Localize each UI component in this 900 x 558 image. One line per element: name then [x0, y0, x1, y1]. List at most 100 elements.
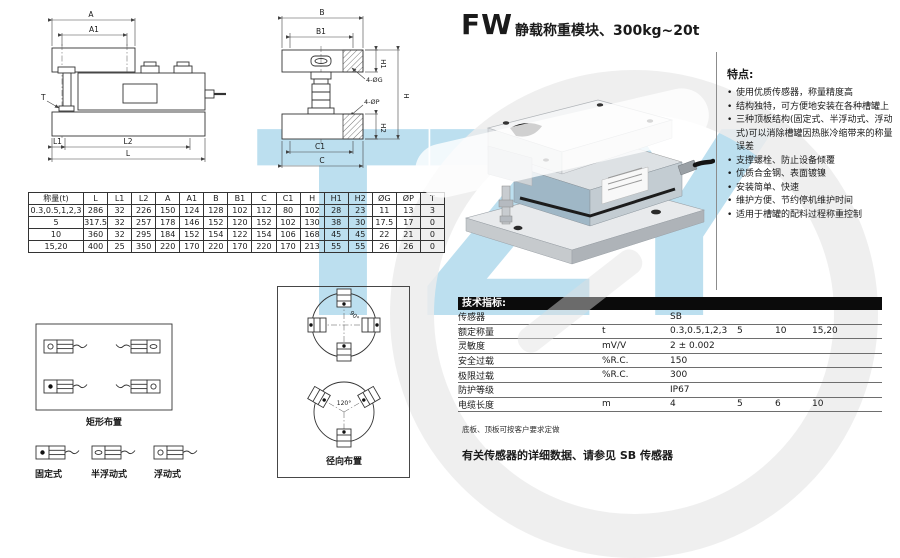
dim-cell: 130 [299, 216, 325, 229]
dim-label-A: A [88, 10, 94, 19]
dim-cell: 170 [179, 240, 205, 253]
bullet-icon: • [727, 101, 733, 112]
dim-cell: 11 [371, 204, 397, 217]
dim-cell: 106 [275, 228, 301, 241]
dim-cell: 102 [275, 216, 301, 229]
radial-layout-label: 径向布置 [326, 455, 362, 467]
spec-value: 300 [670, 370, 688, 381]
dim-cell: 257 [131, 216, 157, 229]
dim-cell: 154 [203, 228, 229, 241]
bullet-icon: • [727, 182, 733, 193]
dim-label-C: C [319, 156, 324, 165]
dim-label-B: B [319, 8, 324, 17]
dim-cell: 15,20 [28, 240, 84, 253]
loadcell-symbol [115, 379, 161, 394]
spec-value: 10 [775, 326, 787, 337]
spec-value: 2 ± 0.002 [670, 340, 715, 351]
loadcell-symbol [43, 339, 88, 354]
spec-value: 5 [737, 326, 743, 337]
loadcell-symbol [35, 445, 80, 460]
spec-value: 10 [812, 399, 824, 410]
dim-cell: 220 [203, 240, 229, 253]
dim-cell: 122 [227, 228, 253, 241]
dim-col-header: B [203, 192, 229, 205]
dim-cell: 25 [107, 240, 133, 253]
loadcell-symbol [357, 385, 381, 409]
dim-col-header: ØP [395, 192, 421, 205]
dim-cell: 38 [323, 216, 349, 229]
spec-label: 额定称量 [458, 327, 495, 338]
product-code: FW [461, 8, 514, 41]
dim-label-A1: A1 [89, 25, 99, 34]
dim-label-4OG: 4-ØG [366, 76, 383, 84]
spec-label: 安全过载 [458, 357, 495, 368]
dim-label-L2: L2 [124, 137, 133, 146]
bullet-icon: • [727, 209, 733, 220]
loadcell-symbol [307, 385, 331, 409]
dim-label-H2: H2 [379, 123, 387, 133]
features-list: •使用优质传感器，称量精度高•结构独特，可方便地安装在各种槽罐上•三种顶板结构(… [727, 87, 897, 222]
dim-cell: 146 [179, 216, 205, 229]
dim-cell: 295 [131, 228, 157, 241]
feature-item: •支撑螺栓、防止设备倾覆 [727, 155, 897, 169]
dim-cell: 170 [227, 240, 253, 253]
loadcell-symbol [153, 445, 198, 460]
dim-cell: 170 [275, 240, 301, 253]
dim-cell: 220 [251, 240, 277, 253]
dim-col-header: L [82, 192, 109, 205]
bullet-icon: • [727, 196, 733, 206]
dim-cell: 102 [299, 204, 325, 217]
dim-cell: 17 [395, 216, 421, 229]
angle-90-label: 90° [348, 310, 360, 322]
dim-cell: 350 [131, 240, 157, 253]
spec-row: 极限过载%R.C.300 [458, 368, 882, 383]
spec-value: IP67 [670, 384, 690, 395]
features-section: 特点: •使用优质传感器，称量精度高•结构独特，可方便地安装在各种槽罐上•三种顶… [727, 66, 897, 222]
dim-col-header: L1 [107, 192, 133, 205]
spec-value: 5 [737, 399, 743, 410]
dim-label-L1: L1 [53, 137, 62, 146]
loadcell-symbol [307, 317, 327, 333]
loadcell-symbol [336, 288, 352, 308]
spec-unit: %R.C. [602, 370, 629, 381]
dim-cell: 22 [371, 228, 397, 241]
spec-unit: m [602, 399, 611, 410]
dim-cell: 55 [323, 240, 349, 253]
dim-cell: 124 [179, 204, 205, 217]
dim-cell: 317.5 [82, 216, 109, 229]
dim-col-header: H1 [323, 192, 349, 205]
spec-label: 防护等级 [458, 386, 495, 397]
note-custom-plates: 底板、顶板可按客户要求定做 [462, 425, 560, 434]
feature-item: •维护方便、节约停机维护时间 [727, 195, 897, 209]
loadcell-symbol [336, 428, 352, 448]
loadcell-symbol [91, 445, 136, 460]
rect-layout-drawing: 矩形布置 固定式 半浮动式 浮动式 [35, 323, 198, 480]
dim-cell: 45 [347, 228, 373, 241]
spec-unit: %R.C. [602, 355, 629, 366]
dim-cell: 152 [251, 216, 277, 229]
bullet-icon: • [727, 155, 733, 166]
dim-cell: 26 [395, 240, 421, 253]
dim-cell: 0 [419, 228, 446, 241]
dim-cell: 13 [395, 204, 421, 217]
dim-cell: 226 [131, 204, 157, 217]
bullet-icon: • [727, 88, 733, 98]
mount-label-semifloating: 半浮动式 [91, 468, 127, 480]
dim-cell: 112 [251, 204, 277, 217]
dim-cell: 0 [419, 240, 446, 253]
dim-cell: 5 [28, 216, 84, 229]
dim-col-header: B1 [227, 192, 253, 205]
rect-layout-label: 矩形布置 [85, 416, 122, 428]
dim-cell: 32 [107, 228, 133, 241]
dim-cell: 178 [155, 216, 181, 229]
page-title: 静载称重模块、300kg~20t [515, 23, 700, 39]
side-view-drawing: A A1 T L1 L2 L [40, 10, 226, 162]
features-heading: 特点: [727, 68, 754, 81]
